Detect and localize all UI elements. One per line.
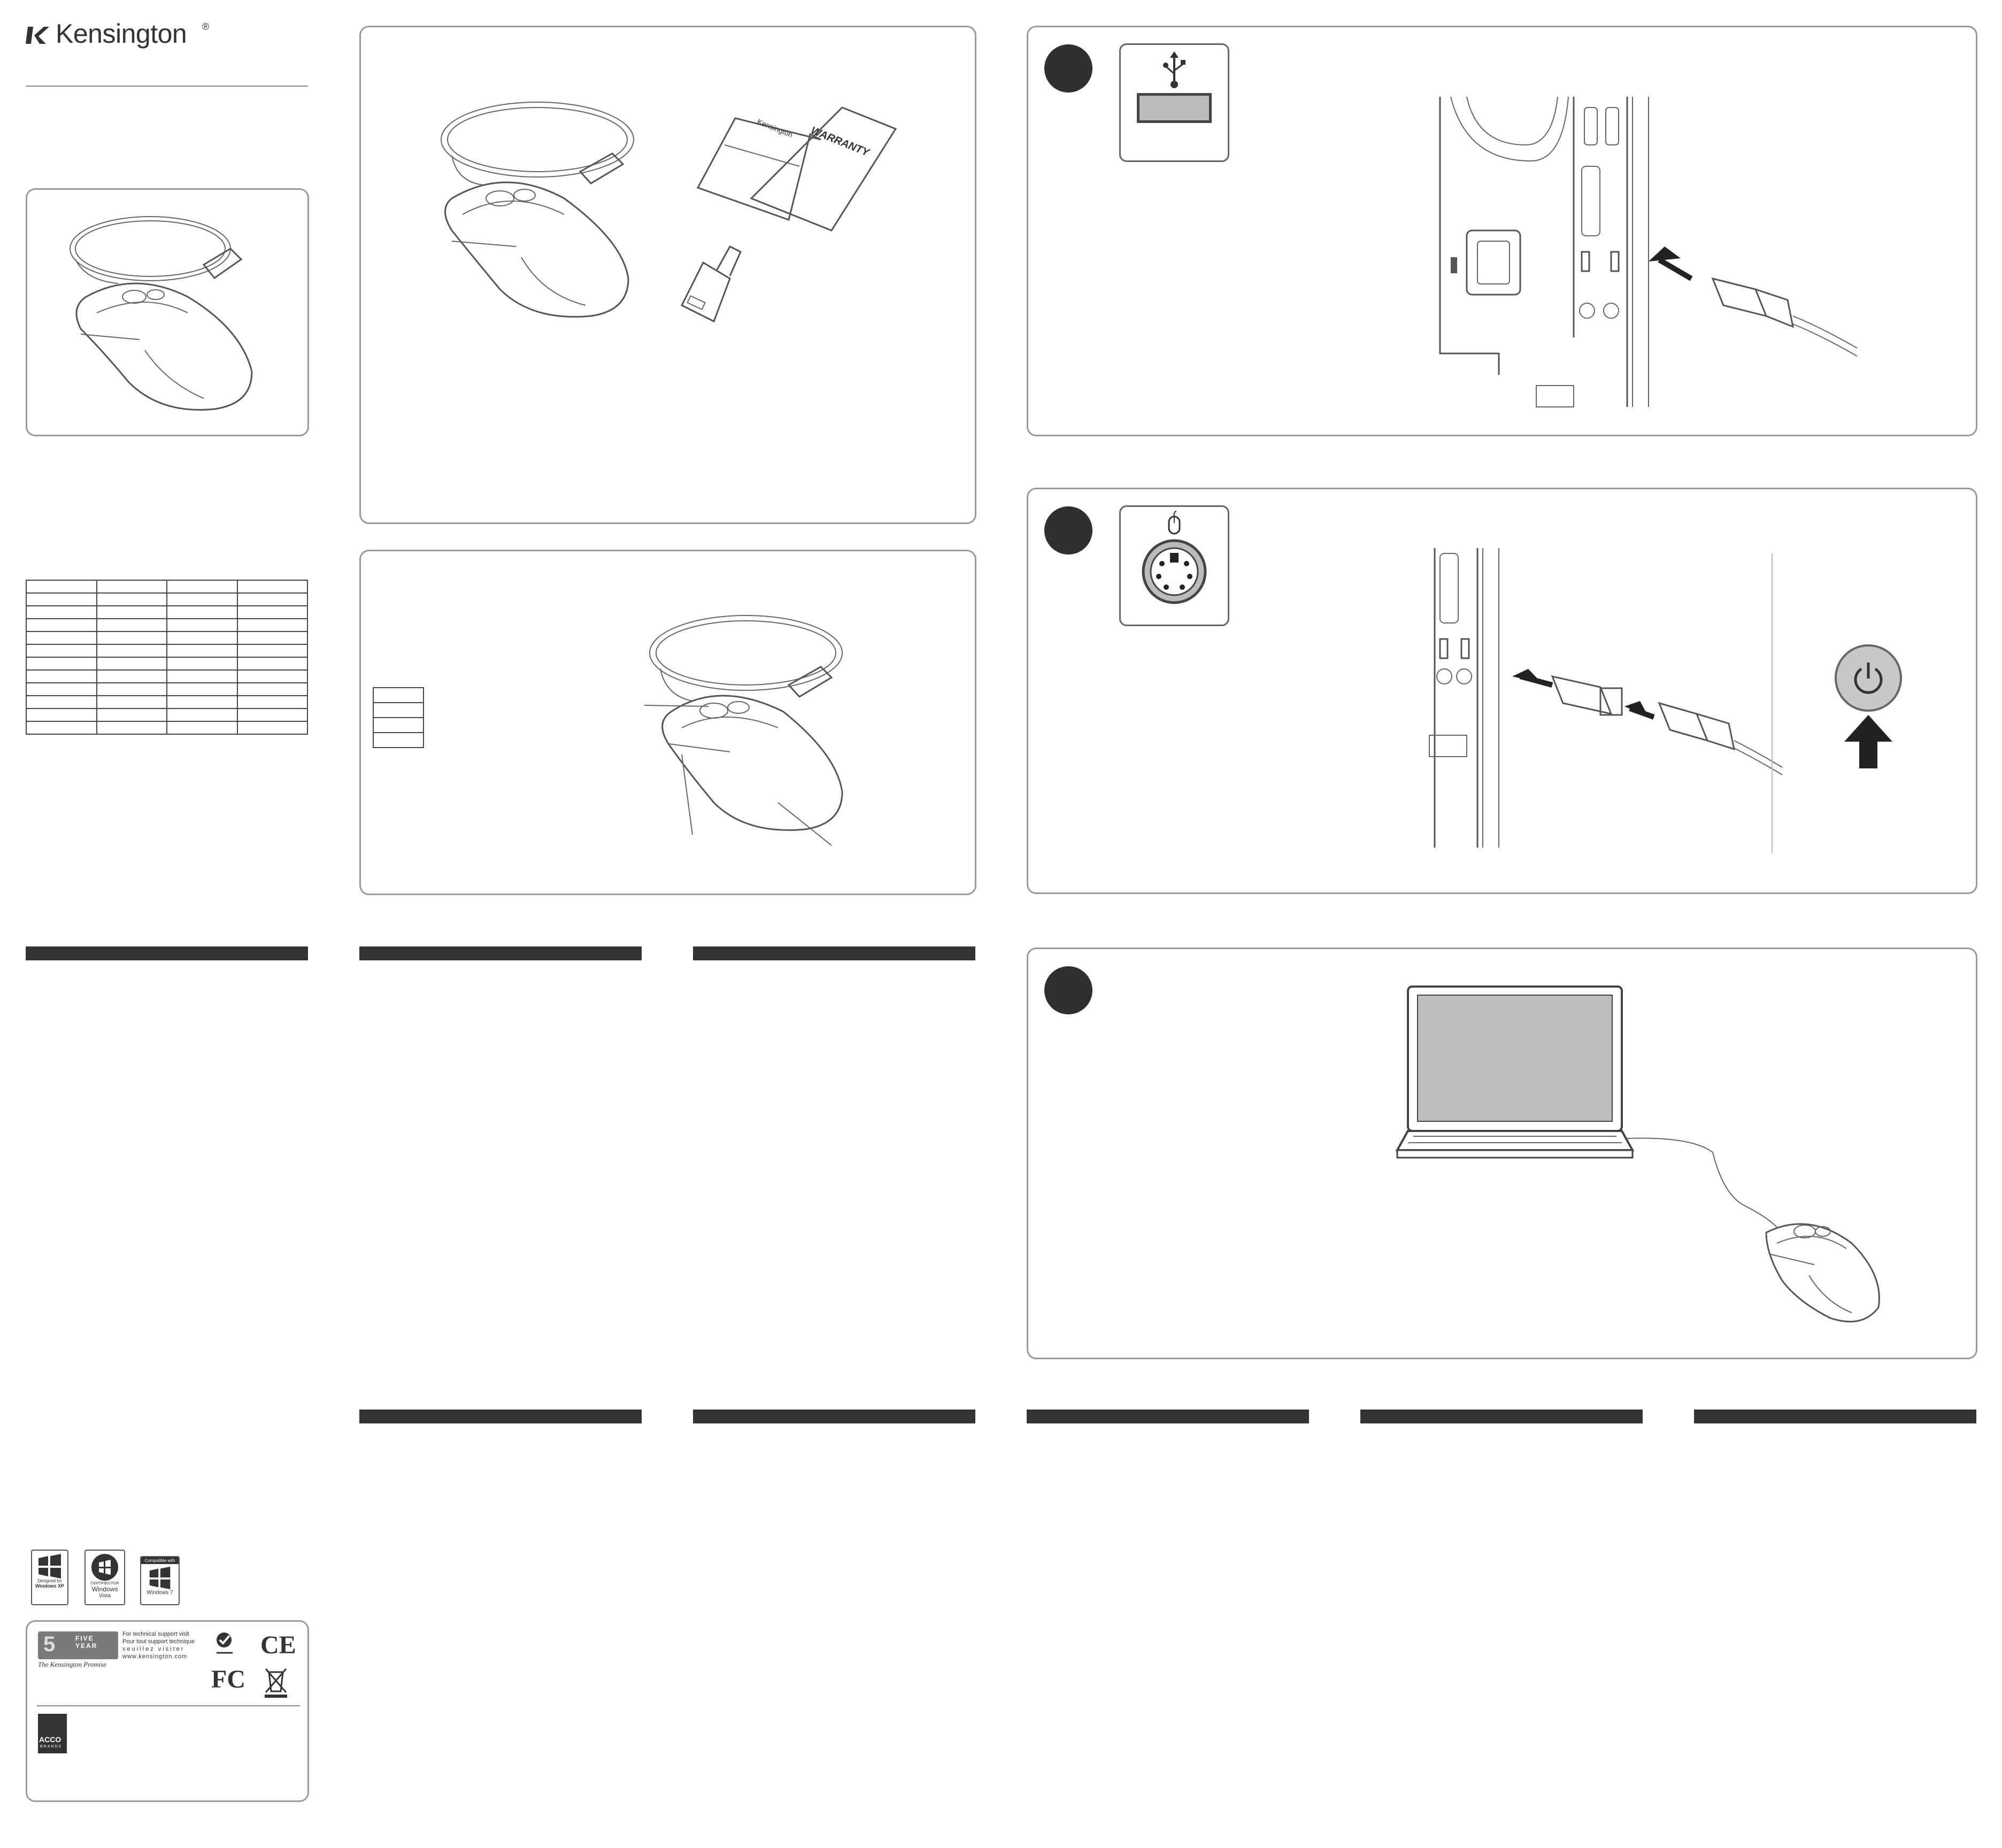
windows-xp-line2: Windows XP xyxy=(35,1583,64,1589)
brand-header: Kensington ® xyxy=(26,18,314,56)
section-bar-7 xyxy=(1360,1410,1643,1423)
usb-socket xyxy=(1137,93,1212,123)
package-contents-panel: WARRANTY Kensington xyxy=(359,26,976,524)
laptop-screen xyxy=(1417,995,1613,1122)
mouse-small-icon xyxy=(1168,511,1181,535)
registered-mark: ® xyxy=(202,21,210,32)
usb-port-box xyxy=(1119,43,1229,162)
step-2-panel xyxy=(1027,488,1977,894)
power-symbol-icon xyxy=(1854,663,1883,694)
header-divider xyxy=(26,86,308,87)
ce-mark: CE xyxy=(260,1631,296,1659)
acco-logo: ACCO BRANDS xyxy=(38,1714,67,1753)
step-1-panel xyxy=(1027,26,1977,436)
windows-vista-line2: Windows xyxy=(91,1585,118,1593)
support-text: For technical support visit Pour tout su… xyxy=(122,1630,195,1660)
windows-7-logo: Compatible with Windows 7 xyxy=(140,1556,180,1605)
spec-table xyxy=(26,580,308,735)
up-arrow-icon xyxy=(1844,715,1892,768)
power-button-icon xyxy=(1835,644,1902,712)
windows-orb-icon xyxy=(91,1554,118,1581)
contents-illustration: WARRANTY Kensington xyxy=(441,102,897,323)
windows-flag-icon xyxy=(38,1554,61,1578)
feature-legend xyxy=(373,687,424,748)
footer-panel: FIVE YEAR 5 The Kensington Promise For t… xyxy=(26,1620,309,1802)
ps2-mouse-icon xyxy=(1142,539,1207,604)
windows-xp-logo: Designed for Windows XP xyxy=(31,1550,68,1605)
step-1-marker xyxy=(1044,44,1092,93)
kensington-promise: The Kensington Promise xyxy=(38,1660,107,1668)
windows-7-line2: Windows 7 xyxy=(147,1590,173,1596)
fcc-mark: FC xyxy=(211,1665,245,1693)
features-panel xyxy=(359,550,976,895)
ctick-icon xyxy=(217,1633,233,1654)
warranty-years: FIVE YEAR xyxy=(75,1635,98,1650)
support-line-2: Pour tout support technique xyxy=(122,1638,195,1645)
desktop-usb-illustration xyxy=(1439,96,1858,407)
laptop-illustration xyxy=(1395,985,1880,1323)
desktop-ps2-illustration xyxy=(1429,548,1783,848)
warranty-five: 5 xyxy=(43,1633,56,1656)
weee-bin-icon xyxy=(265,1668,287,1698)
step-2-marker xyxy=(1044,506,1092,555)
features-mouse-illustration xyxy=(644,615,843,846)
windows-7-line1: Compatible with xyxy=(141,1557,179,1564)
step-2-divider xyxy=(1772,553,1773,853)
warranty-card-brand: Kensington xyxy=(756,117,794,139)
section-bar-5 xyxy=(693,1410,975,1423)
section-bar-8 xyxy=(1694,1410,1976,1423)
ps2-port-box xyxy=(1119,505,1229,626)
section-bar-4 xyxy=(359,1410,642,1423)
warranty-badge: FIVE YEAR 5 xyxy=(38,1631,118,1659)
kensington-k-icon xyxy=(26,27,49,44)
product-image-panel xyxy=(26,188,309,436)
support-line-1: For technical support visit xyxy=(122,1631,189,1637)
section-bar-6 xyxy=(1027,1410,1309,1423)
step-3-panel xyxy=(1027,948,1977,1359)
support-line-4: www.kensington.com xyxy=(122,1653,188,1660)
support-line-3: veuillez visiter xyxy=(122,1646,185,1652)
mouse-illustration xyxy=(70,216,253,411)
section-bar-3 xyxy=(693,946,975,960)
section-bar-1 xyxy=(26,946,308,960)
acco-sub: BRANDS xyxy=(40,1745,63,1749)
windows-vista-line3: Vista xyxy=(98,1593,111,1599)
windows-flag-icon-7 xyxy=(149,1566,171,1590)
windows-xp-line1: Designed for xyxy=(37,1578,62,1583)
footer-divider xyxy=(37,1705,300,1706)
brand-name: Kensington xyxy=(56,19,187,49)
step-3-marker xyxy=(1044,966,1092,1014)
windows-vista-logo: CERTIFIED FOR Windows Vista xyxy=(84,1550,125,1605)
section-bar-2 xyxy=(359,946,642,960)
warranty-title: WARRANTY xyxy=(809,125,872,159)
acco-text: ACCO xyxy=(39,1735,61,1744)
usb-icon xyxy=(1163,51,1185,88)
windows-vista-line1: CERTIFIED FOR xyxy=(90,1582,119,1585)
